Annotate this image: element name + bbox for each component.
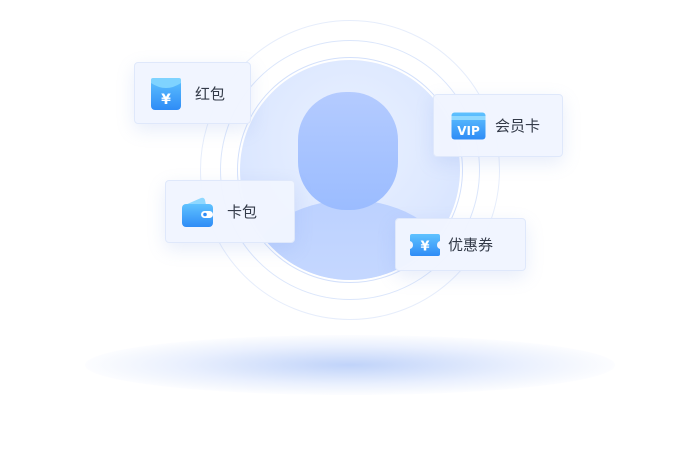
coupon-icon: ¥ bbox=[410, 234, 440, 256]
vip-card-label: 会员卡 bbox=[495, 117, 541, 135]
user-avatar-icon bbox=[240, 60, 460, 280]
vip-card-card: VIP 会员卡 bbox=[433, 94, 563, 157]
vip-card-icon: VIP bbox=[451, 112, 486, 140]
vip-glyph: VIP bbox=[457, 124, 480, 138]
wallet-icon bbox=[181, 197, 214, 228]
inner-ring bbox=[237, 57, 463, 283]
outer-ring bbox=[200, 20, 500, 320]
coupon-label: 优惠券 bbox=[448, 236, 494, 254]
red-envelope-label: 红包 bbox=[195, 85, 226, 103]
coupon-card: ¥ 优惠券 bbox=[395, 218, 526, 271]
red-envelope-icon: ¥ bbox=[150, 77, 182, 111]
red-envelope-card: ¥ 红包 bbox=[134, 62, 251, 124]
wallet-card: 卡包 bbox=[165, 180, 295, 243]
yuan-glyph: ¥ bbox=[161, 92, 171, 108]
floor-shadow bbox=[85, 335, 615, 395]
wallet-label: 卡包 bbox=[227, 203, 258, 221]
avatar-head bbox=[298, 92, 398, 210]
middle-ring bbox=[220, 40, 480, 300]
yuan-glyph: ¥ bbox=[420, 240, 429, 255]
